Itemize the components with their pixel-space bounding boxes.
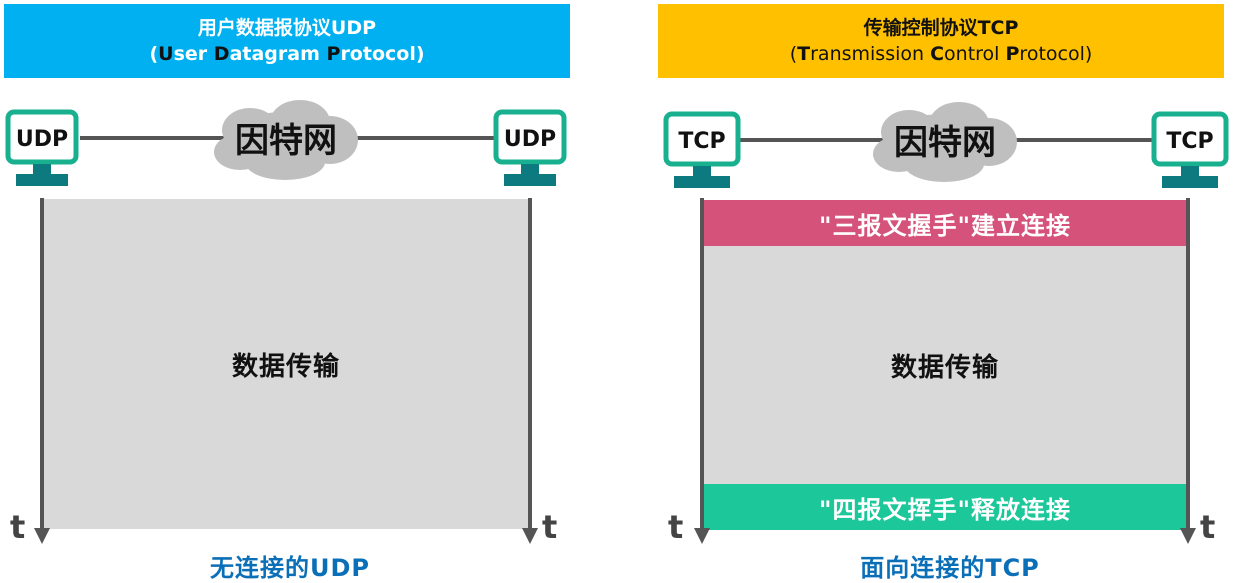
tcp-caption: 面向连接的TCP (860, 554, 1040, 582)
tcp-subtitle-part: ransmission (810, 43, 931, 65)
udp-left-time-label: t (10, 508, 26, 546)
tcp-wave-label: "四报文挥手"释放连接 (818, 495, 1071, 524)
udp-subtitle-part: atagram (229, 43, 327, 65)
udp-network-label: 因特网 (235, 121, 337, 161)
tcp-data-transfer-area: 数据传输 (704, 246, 1186, 484)
tcp-left-time-label: t (668, 508, 684, 546)
tcp-subtitle-initial: C (930, 43, 945, 65)
tcp-subtitle-initial: T (797, 43, 811, 65)
tcp-subtitle-initial: P (1005, 43, 1020, 65)
udp-data-transfer-label: 数据传输 (231, 351, 340, 382)
udp-right-host-label: UDP (504, 127, 556, 152)
tcp-subtitle-part: ( (789, 43, 798, 65)
udp-cloud-icon (214, 100, 358, 180)
udp-subtitle-part: ser (173, 43, 214, 65)
tcp-right-host-label: TCP (1166, 129, 1213, 154)
tcp-subtitle-part: rotocol) (1019, 43, 1093, 65)
tcp-left-host-label: TCP (678, 129, 725, 154)
udp-left-monitor-icon (5, 109, 79, 186)
tcp-wave-band: "四报文挥手"释放连接 (704, 484, 1186, 530)
tcp-right-monitor-icon (1151, 111, 1229, 188)
udp-title: 用户数据报协议UDP (197, 17, 377, 39)
tcp-header: 传输控制协议TCP (Transmission Control Protocol… (658, 4, 1224, 78)
udp-caption: 无连接的UDP (210, 554, 370, 582)
tcp-subtitle: (Transmission Control Protocol) (790, 41, 1093, 67)
tcp-title: 传输控制协议TCP (863, 17, 1019, 39)
udp-network-diagram: 因特网 UDP UDP (5, 100, 567, 186)
udp-left-host-label: UDP (16, 127, 68, 152)
udp-right-monitor-icon (493, 109, 567, 186)
udp-subtitle-part: rotocol) (340, 43, 425, 65)
tcp-left-monitor-icon (663, 111, 741, 188)
udp-subtitle: (User Datagram Protocol) (149, 41, 424, 67)
tcp-time-axes (694, 198, 1196, 544)
tcp-right-time-label: t (1200, 508, 1216, 546)
tcp-left-arrow-icon (694, 528, 710, 544)
udp-subtitle-initial: U (158, 43, 174, 65)
udp-subtitle-initial: P (326, 43, 341, 65)
tcp-right-arrow-icon (1180, 528, 1196, 544)
tcp-handshake-band: "三报文握手"建立连接 (704, 200, 1186, 246)
udp-subtitle-part: ( (149, 43, 159, 65)
udp-data-transfer-area: 数据传输 (42, 199, 530, 529)
udp-right-arrow-icon (522, 528, 538, 544)
tcp-network-diagram: 因特网 TCP TCP (663, 102, 1229, 188)
tcp-data-transfer-label: 数据传输 (890, 352, 999, 383)
tcp-cloud-icon (873, 102, 1017, 182)
udp-header: 用户数据报协议UDP (User Datagram Protocol) (4, 4, 570, 78)
udp-right-time-label: t (542, 508, 558, 546)
udp-subtitle-initial: D (213, 43, 230, 65)
tcp-subtitle-part: ontrol (944, 43, 1006, 65)
tcp-handshake-label: "三报文握手"建立连接 (818, 211, 1071, 240)
udp-time-axes (34, 198, 538, 544)
udp-left-arrow-icon (34, 528, 50, 544)
tcp-network-label: 因特网 (894, 123, 996, 163)
